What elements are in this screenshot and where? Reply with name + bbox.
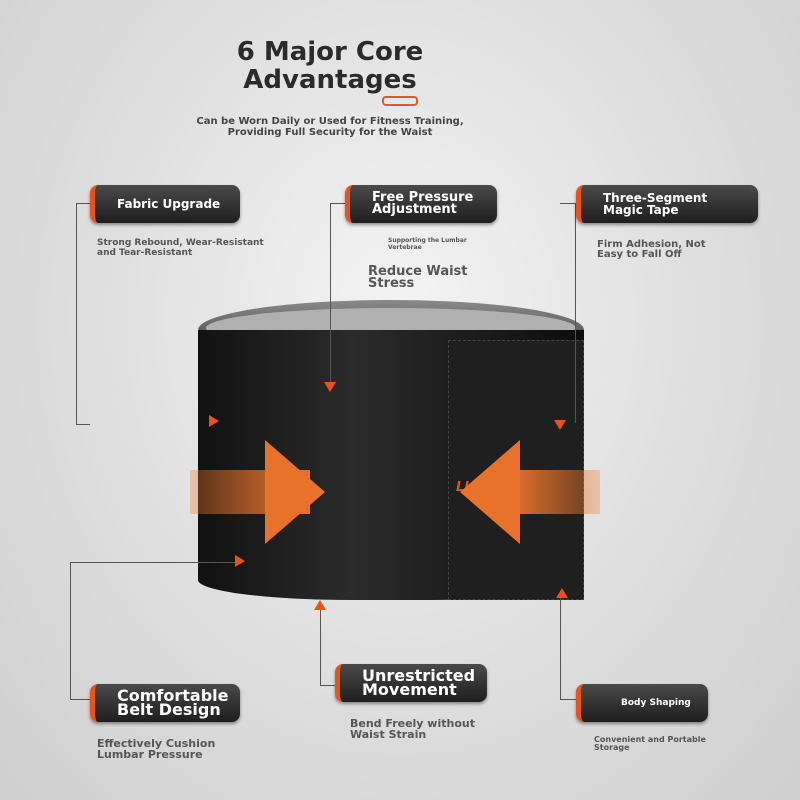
pointer-marker bbox=[556, 588, 568, 598]
desc-line: Firm Adhesion, Not bbox=[597, 239, 706, 250]
desc-line: Bend Freely without bbox=[350, 717, 475, 730]
pointer-marker bbox=[209, 415, 219, 427]
connector-line bbox=[70, 562, 90, 700]
desc-line: Stress bbox=[368, 276, 415, 291]
title-line: 6 Major Core bbox=[236, 37, 424, 67]
feature-fabric-upgrade: Fabric Upgrade bbox=[90, 185, 240, 223]
note-line: Supporting the Lumbar bbox=[388, 237, 467, 244]
connector-line bbox=[76, 203, 90, 425]
pointer-marker bbox=[235, 555, 245, 567]
desc-line: Easy to Fall Off bbox=[597, 249, 682, 260]
feature-title: Belt Design bbox=[117, 700, 221, 719]
desc-line: and Tear-Resistant bbox=[97, 248, 193, 258]
feature-title: Unrestricted bbox=[362, 666, 476, 685]
pointer-marker bbox=[324, 382, 336, 392]
waist-belt-image: LI-NING bbox=[198, 300, 584, 610]
connector-line bbox=[560, 203, 576, 423]
title-line: Advantages bbox=[243, 65, 417, 95]
arrow-head-right bbox=[460, 440, 520, 544]
pointer-marker bbox=[554, 420, 566, 430]
feature-title: Comfortable bbox=[117, 686, 229, 705]
desc-line: Reduce Waist bbox=[368, 264, 468, 279]
feature-title: Three-Segment bbox=[603, 191, 708, 205]
feature-title: Body Shaping bbox=[621, 698, 691, 708]
subtitle-line: Providing Full Security for the Waist bbox=[227, 127, 433, 138]
connector-line bbox=[330, 203, 345, 383]
connector-line bbox=[320, 610, 335, 686]
desc-line: Waist Strain bbox=[350, 728, 427, 741]
feature-title: Free Pressure bbox=[372, 190, 474, 205]
subtitle-line: Can be Worn Daily or Used for Fitness Tr… bbox=[196, 116, 464, 127]
feature-title: Movement bbox=[362, 680, 457, 699]
feature-title: Fabric Upgrade bbox=[117, 197, 221, 211]
pointer-marker bbox=[314, 600, 326, 610]
compression-arrow-right bbox=[510, 470, 600, 514]
subtitle: Can be Worn Daily or Used for Fitness Tr… bbox=[150, 116, 510, 138]
feature-title: Magic Tape bbox=[603, 203, 679, 217]
feature-body-shaping: Body Shaping bbox=[576, 684, 708, 722]
feature-title: Adjustment bbox=[372, 202, 457, 217]
connector-line bbox=[560, 598, 576, 700]
desc-line: Convenient and Portable bbox=[594, 735, 706, 744]
connector-line bbox=[70, 562, 240, 563]
desc-line: Strong Rebound, Wear-Resistant bbox=[97, 238, 264, 248]
desc-line: Lumbar Pressure bbox=[97, 748, 203, 761]
title-underline-decoration bbox=[382, 96, 418, 106]
note-line: Vertebrae bbox=[388, 244, 422, 251]
desc-line: Effectively Cushion bbox=[97, 737, 216, 750]
arrow-head-left bbox=[265, 440, 325, 544]
desc-line: Storage bbox=[594, 743, 630, 752]
